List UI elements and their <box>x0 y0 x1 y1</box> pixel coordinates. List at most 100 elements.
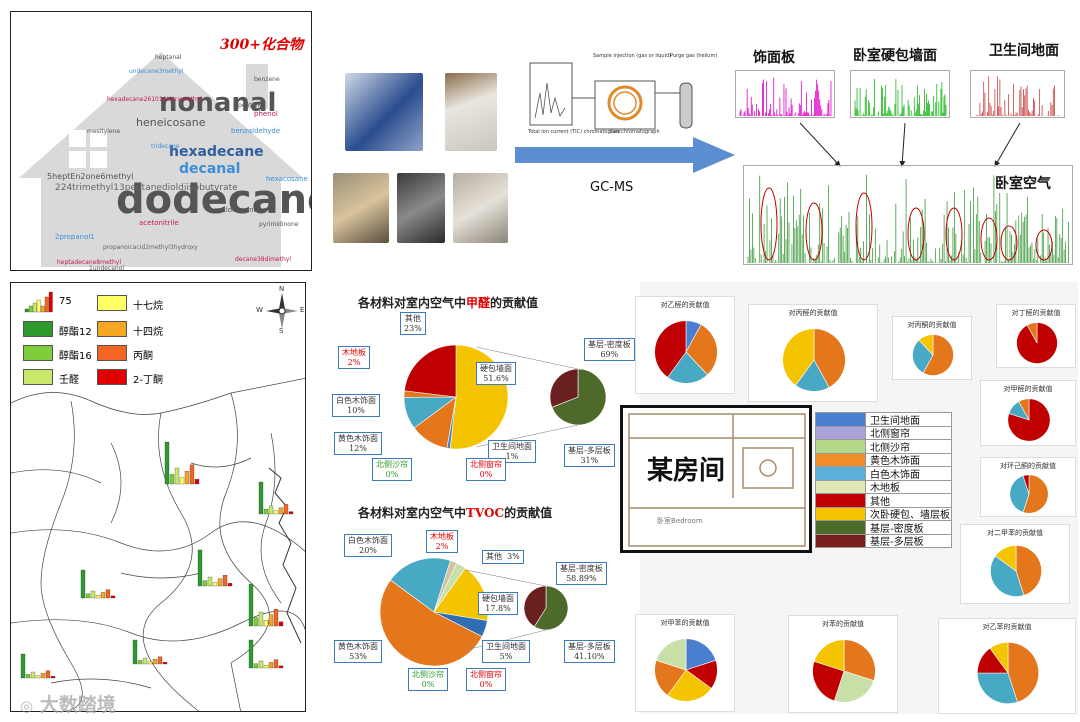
gas-caption: Purge gas (helium) <box>670 53 718 59</box>
mini-pie-slice <box>994 545 1017 572</box>
wordcloud-word: 224trimethyl13pentanedioldiisobutyrate <box>55 183 238 193</box>
map-glyph-bar <box>189 464 195 485</box>
room-legend-label: 北侧沙帘 <box>870 442 910 454</box>
floor-plan-drawing <box>628 413 806 547</box>
map-glyph-bar <box>162 662 168 665</box>
map-bar-glyph <box>197 549 233 587</box>
map-glyph-bar <box>95 595 101 599</box>
room-legend-swatch <box>816 521 866 534</box>
mini-pie-title: 对丙酮的贡献值 <box>907 321 957 329</box>
pie-callout-label: 卫生间地面 5% <box>482 640 530 664</box>
room-legend-label: 木地板 <box>870 483 900 495</box>
map-glyph-bar <box>217 578 223 587</box>
wordcloud-word: benzaldehyde <box>231 127 281 135</box>
mini-pie-title: 对乙苯的贡献值 <box>982 623 1032 631</box>
compass-icon <box>266 293 298 329</box>
legend-swatch <box>97 295 127 311</box>
map-glyph-bar <box>169 474 175 485</box>
pie-callout-label: 基层-多层板 31% <box>564 444 615 468</box>
mini-pie-slice <box>654 659 687 696</box>
map-bar-glyph <box>20 653 56 679</box>
sample-label-wall: 卧室硬包墙面 <box>853 48 937 64</box>
legend-glyph-bar <box>44 296 49 313</box>
legend-label: 2-丁酮 <box>133 375 163 386</box>
mini-pie-card: 对二甲苯的贡献值 <box>960 524 1070 604</box>
mini-pie-slice <box>918 334 934 356</box>
mini-pie-chart <box>654 638 718 702</box>
mini-pie-slice <box>782 328 815 386</box>
mini-pie-slice <box>685 324 718 376</box>
pie-slice <box>433 567 489 621</box>
room-legend-row: 黄色木饰面 <box>816 453 951 467</box>
mini-pie-slice <box>1018 398 1030 421</box>
map-glyph-bar <box>40 673 46 679</box>
map-bar-glyph <box>164 441 200 485</box>
pie-callout-label: 白色木饰面 20% <box>344 534 392 558</box>
spectrum-bedroom-air <box>743 165 1073 265</box>
map-glyph-bar <box>207 576 213 587</box>
map-glyph-bar <box>174 467 180 485</box>
room-legend-label: 卫生间地面 <box>870 415 920 427</box>
watermark: ◎ 大数踏境 <box>20 694 116 716</box>
room-legend-label: 次卧硬包、墙层板 <box>870 510 950 522</box>
mini-pie-slice <box>990 555 1025 597</box>
room-legend-row: 其他 <box>816 494 951 508</box>
gcms-label: GC-MS <box>590 180 634 195</box>
map-glyph-bar <box>80 569 86 599</box>
mini-pie-chart <box>812 639 876 703</box>
gc-caption: Gas chromatograph <box>610 129 660 135</box>
mini-pie-slice <box>843 639 876 682</box>
peak-highlight-ring <box>805 202 823 261</box>
wordcloud-word: propanoicacid2methyl3hydroxy <box>103 244 198 251</box>
pie-callout-label: 硬包墙面 17.8% <box>478 592 518 616</box>
field-photo-1 <box>333 173 389 243</box>
map-glyph-bar <box>179 477 185 485</box>
map-glyph-bar <box>258 660 264 669</box>
map-glyph-bar <box>273 510 279 515</box>
map-glyph-bar <box>283 504 289 515</box>
wordcloud-word: 2propanol1 <box>55 233 95 241</box>
mini-pie-slice <box>976 672 1018 705</box>
map-glyph-bar <box>253 617 259 627</box>
spectrum-wall <box>850 70 950 118</box>
map-glyph-bar <box>30 671 36 679</box>
compass-w: W <box>256 306 263 314</box>
pie-callout-label: 北侧沙帘 0% <box>408 668 448 692</box>
wordcloud-word: hexadecane261014tetramethyl <box>107 96 202 103</box>
peak-highlight-ring <box>855 192 873 261</box>
process-arrow <box>515 137 735 173</box>
formaldehyde-pie-panel: 各材料对室内空气中甲醛的贡献值 硬包墙面 51.6%卫生间地面 1%北侧窗帘 0… <box>316 282 636 492</box>
map-glyph-bar <box>227 583 233 587</box>
room-legend-row: 北侧窗帘 <box>816 426 951 440</box>
map-glyph-bar <box>248 639 254 669</box>
legend-label: 醇酯16 <box>59 351 92 362</box>
mini-pie-slice <box>1007 641 1039 703</box>
mini-pie-card: 对甲醛的贡献值 <box>980 380 1076 446</box>
legend-scale-glyph <box>24 291 53 313</box>
room-legend-row: 次卧硬包、墙层板 <box>816 507 951 522</box>
pie-slice <box>379 579 483 667</box>
wordcloud-word: cyclohexanone <box>214 206 267 214</box>
pie-callout-label: 北侧窗帘 0% <box>466 668 506 692</box>
wordcloud-word: phenol <box>254 110 278 118</box>
compass-n: N <box>279 285 285 293</box>
map-glyph-bar <box>25 674 31 679</box>
peak-highlight-ring <box>907 207 925 261</box>
mini-pie-chart <box>1009 474 1049 514</box>
map-bar-glyph <box>80 569 116 599</box>
mini-pie-card: 对丙醛的贡献值 <box>748 304 878 402</box>
mini-pie-slice <box>813 639 845 672</box>
room-legend-swatch <box>816 467 866 480</box>
map-glyph-bar <box>137 660 143 665</box>
mini-pie-chart <box>912 334 954 376</box>
map-glyph-bar <box>85 593 91 599</box>
wordcloud-word: benzene <box>254 76 280 83</box>
legend-label: 十七烷 <box>133 301 163 312</box>
map-glyph-bar <box>222 575 228 587</box>
room-legend-row: 白色木饰面 <box>816 467 951 481</box>
spectrum-bathroom <box>970 70 1065 118</box>
pie-slice <box>390 557 451 613</box>
room-legend-label: 白色木饰面 <box>870 469 920 481</box>
mini-pie-chart <box>782 328 846 392</box>
pie-callout-label: 黄色木饰面 53% <box>334 640 382 664</box>
